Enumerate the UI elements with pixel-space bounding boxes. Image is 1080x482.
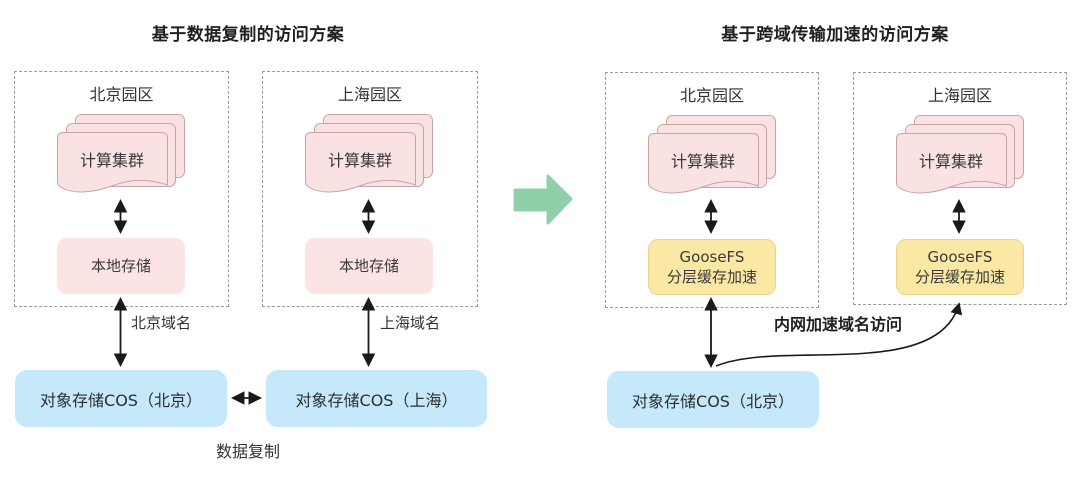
cluster-label: 计算集群 <box>671 152 735 171</box>
goosefs-label: GooseFS <box>679 247 745 266</box>
cluster-label: 计算集群 <box>919 152 983 171</box>
campus-name: 北京园区 <box>679 86 744 105</box>
cache-accel-label: 分层缓存加速 <box>914 268 1005 286</box>
local-storage-box: 本地存储 <box>57 238 185 294</box>
compute-cluster-stack: 计算集群 <box>648 115 776 199</box>
campus-name: 上海园区 <box>927 86 992 105</box>
data-replication-label: 数据复制 <box>215 442 280 461</box>
cos-beijing-right-box: 对象存储COS（北京） <box>607 371 819 428</box>
cache-accel-label: 分层缓存加速 <box>666 268 757 286</box>
compute-cluster-stack: 计算集群 <box>896 115 1024 199</box>
cos-beijing-left-box: 对象存储COS（北京） <box>15 370 227 427</box>
document-icon <box>896 133 1007 194</box>
left-shanghai-campus-box: 上海园区 计算集群 本地存储 <box>262 71 478 307</box>
transition-arrow-icon <box>513 174 573 225</box>
local-storage-box: 本地存储 <box>305 238 433 294</box>
goosefs-cache-box: GooseFS 分层缓存加速 <box>896 239 1024 295</box>
cluster-label: 计算集群 <box>328 151 392 170</box>
compute-cluster-stack: 计算集群 <box>57 114 185 198</box>
cos-shanghai-left-box: 对象存储COS（上海） <box>266 370 487 427</box>
shanghai-domain-label: 上海域名 <box>380 314 441 332</box>
compute-cluster-stack: 计算集群 <box>305 114 433 198</box>
left-beijing-campus-box: 北京园区 计算集群 本地存储 <box>14 71 229 307</box>
campus-name: 上海园区 <box>337 85 402 104</box>
document-icon <box>305 132 416 193</box>
goosefs-label: GooseFS <box>927 247 993 266</box>
document-icon <box>57 132 168 193</box>
goosefs-cache-box: GooseFS 分层缓存加速 <box>648 239 776 295</box>
right-beijing-campus-box: 北京园区 计算集群 GooseFS 分层缓存加速 <box>605 72 819 308</box>
right-shanghai-campus-box: 上海园区 计算集群 GooseFS 分层缓存加速 <box>853 72 1067 305</box>
right-panel-title: 基于跨域传输加速的访问方案 <box>721 25 949 45</box>
beijing-domain-label: 北京域名 <box>131 314 192 332</box>
document-icon <box>648 133 759 194</box>
cluster-label: 计算集群 <box>80 151 144 170</box>
left-panel-title: 基于数据复制的访问方案 <box>151 25 345 45</box>
intranet-accel-label: 内网加速域名访问 <box>773 315 902 334</box>
campus-name: 北京园区 <box>89 85 154 104</box>
